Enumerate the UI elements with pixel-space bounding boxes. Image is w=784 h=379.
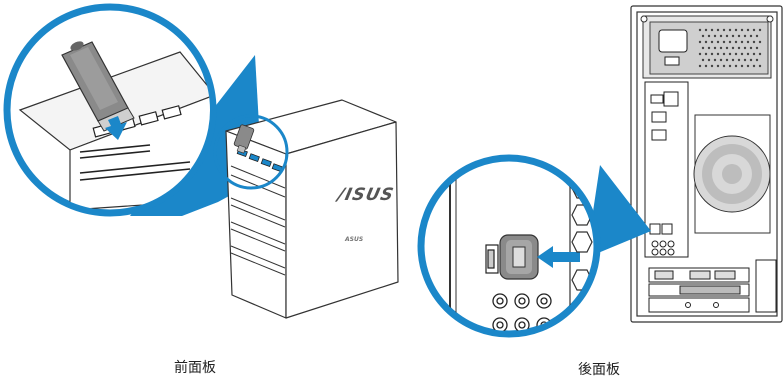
front-panel-illustration <box>7 7 398 318</box>
brand-logo: /ISUS <box>336 185 396 205</box>
rear-io-panel <box>645 82 688 257</box>
front-panel-caption: 前面板 <box>174 357 216 377</box>
rear-psu <box>641 16 773 78</box>
brand-small-logo: ASUS <box>345 236 363 243</box>
rear-fan-grill <box>694 115 770 233</box>
rear-expansion-slots <box>649 260 776 312</box>
rear-panel-caption: 後面板 <box>578 359 620 379</box>
rear-panel-illustration <box>421 6 782 340</box>
power-socket-icon <box>659 30 687 52</box>
rear-usb-port-icon <box>486 245 498 273</box>
rear-usb-drive-icon <box>500 235 538 279</box>
